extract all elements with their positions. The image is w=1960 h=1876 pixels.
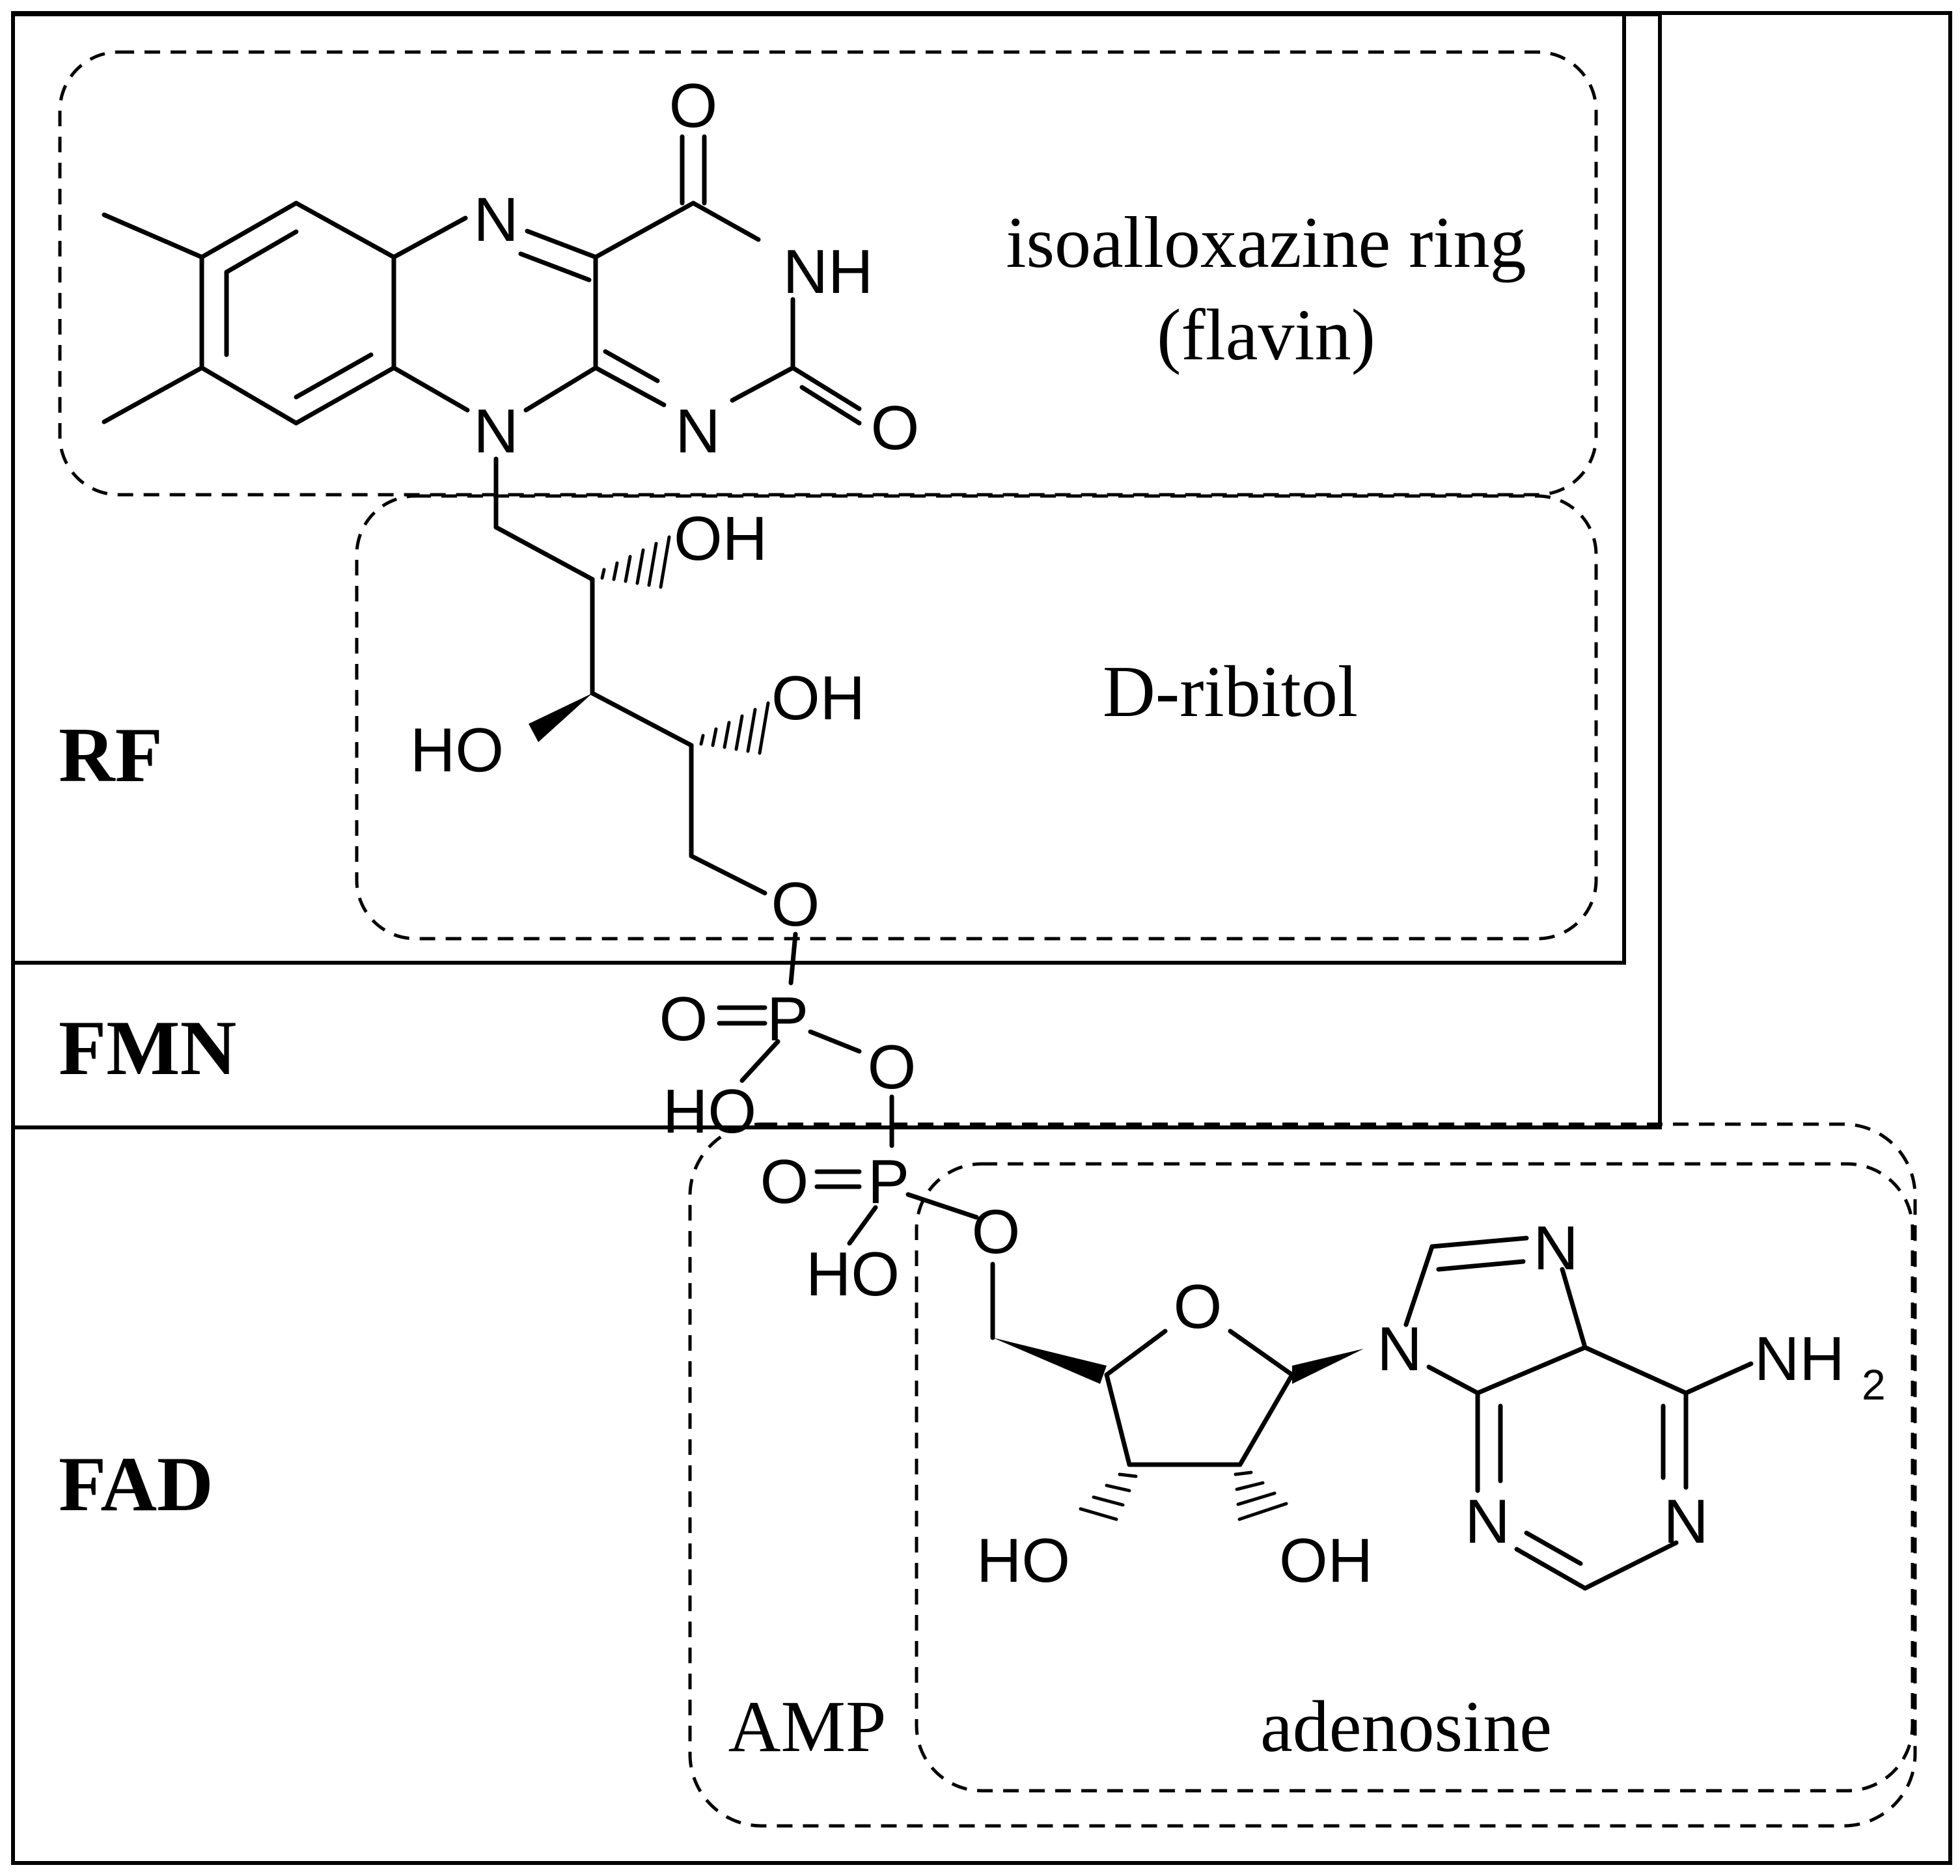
atom-n9: N — [1377, 1314, 1422, 1384]
label-ribitol: D-ribitol — [1103, 652, 1358, 732]
label-isoalloxazine: isoalloxazine ring — [1006, 202, 1526, 283]
atom-oh-c4: OH — [771, 663, 865, 733]
atom-oh-c2prime: OH — [1279, 1526, 1373, 1595]
hash-bond-c3prime — [1079, 1472, 1138, 1521]
atom-n10: N — [473, 396, 518, 466]
ribitol-bonds — [493, 525, 770, 896]
label-amp: AMP — [728, 1687, 887, 1767]
isoalloxazine-atoms: N N N NH O O — [473, 71, 919, 466]
atom-n1: N — [675, 396, 720, 466]
adenine-atoms: N N N N NH 2 — [1377, 1213, 1885, 1556]
atom-ho-c3: HO — [410, 715, 504, 785]
atom-p1: P — [767, 984, 808, 1054]
hash-bond-c2 — [600, 535, 671, 589]
wedge-c4prime — [993, 1338, 1107, 1384]
atom-o-p1: O — [659, 984, 708, 1054]
isoalloxazine-box — [58, 50, 1598, 497]
atom-o4: O — [669, 71, 718, 141]
phosphate-bonds — [717, 931, 979, 1246]
label-flavin: (flavin) — [1157, 295, 1375, 376]
wedge-c3 — [529, 693, 592, 742]
atom-n7: N — [1533, 1213, 1578, 1283]
ribitol-box — [355, 494, 1598, 941]
atom-ho-p1: HO — [663, 1077, 756, 1146]
atom-ho-c3prime: HO — [976, 1526, 1070, 1595]
adenine-bonds — [1403, 1235, 1754, 1591]
atom-o-bridge: O — [868, 1032, 917, 1102]
atom-nh2-subscript: 2 — [1862, 1360, 1886, 1409]
atom-p2: P — [868, 1147, 909, 1217]
label-rf: RF — [59, 711, 163, 798]
atom-n3-adenine: N — [1465, 1487, 1510, 1556]
wedge-c1prime — [1292, 1349, 1364, 1384]
isoalloxazine-bonds — [102, 134, 862, 530]
atom-ho-p2: HO — [806, 1239, 900, 1309]
atom-n1-adenine: N — [1663, 1487, 1708, 1556]
frames — [11, 11, 1952, 1865]
fmn-frame — [11, 12, 1662, 1129]
segment-boxes — [58, 50, 1917, 1828]
atom-n5: N — [473, 185, 518, 255]
hash-bond-c4 — [699, 701, 770, 755]
hash-bond-c2prime — [1234, 1470, 1288, 1521]
label-adenosine: adenosine — [1260, 1687, 1552, 1767]
atom-n3h: NH — [783, 237, 874, 307]
amp-box — [688, 1122, 1917, 1828]
rf-frame — [11, 12, 1626, 965]
atom-o2: O — [871, 393, 920, 463]
atom-o5-adenosine: O — [972, 1197, 1021, 1267]
label-fmn: FMN — [59, 1004, 236, 1091]
ribose-atoms: O HO OH — [976, 1272, 1373, 1595]
atom-o-p2: O — [760, 1147, 809, 1217]
ribitol-atoms: OH HO OH O — [410, 504, 865, 939]
atom-oh-c2: OH — [674, 504, 767, 573]
atom-o-ring-ribose: O — [1174, 1272, 1222, 1342]
phosphate-atoms: P O HO O P O HO O — [659, 984, 1021, 1309]
atom-nh2: NH — [1754, 1324, 1845, 1394]
atom-o5: O — [771, 870, 820, 939]
ribose-bonds — [990, 1262, 1364, 1521]
label-fad: FAD — [59, 1441, 214, 1527]
